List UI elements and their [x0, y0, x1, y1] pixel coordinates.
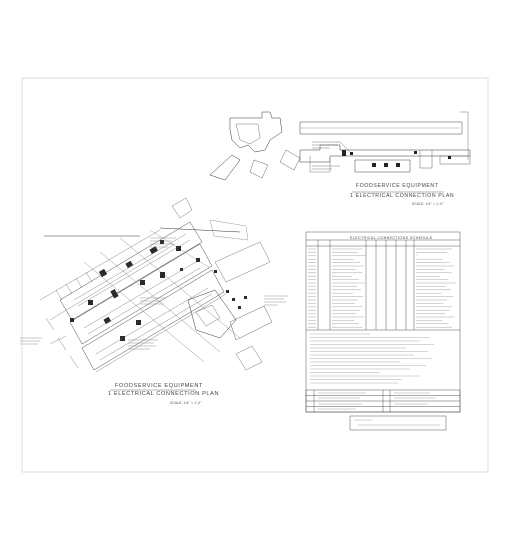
main-plan-subtitle: 1 ELECTRICAL CONNECTION PLAN: [108, 391, 220, 397]
main-plan-equipment-blocks: [70, 240, 247, 341]
general-note-lines: [354, 419, 440, 426]
symbol-legend: [305, 389, 461, 413]
upper-plan-subtitle: 1 ELECTRICAL CONNECTION PLAN: [350, 193, 455, 199]
main-plan-scale: SCALE: 1/4" = 1'-0": [170, 401, 202, 405]
main-plan-walls: [44, 197, 273, 371]
main-plan-title: FOODSERVICE EQUIPMENT: [115, 383, 204, 389]
schedule-title: ELECTRICAL CONNECTIONS SCHEDULE: [350, 236, 433, 240]
upper-plan-callouts: [312, 141, 351, 170]
legend-text-lines: [318, 392, 436, 410]
main-plan-equipment-bands: [39, 221, 241, 373]
upper-plan-title: FOODSERVICE EQUIPMENT: [356, 183, 439, 189]
upper-plan-scale: SCALE: 1/4" = 1'-0": [412, 202, 444, 206]
electrical-schedule-table: [305, 231, 461, 413]
upper-plan: [209, 111, 471, 181]
electrical-schedule-rows: [308, 248, 456, 328]
sheet-border: [21, 77, 489, 473]
main-plan-callout-notes: [20, 237, 288, 350]
upper-plan-equipment: [342, 150, 451, 167]
general-note-box: [349, 415, 447, 431]
electrical-schedule-notes: [310, 333, 434, 384]
main-plan-hatch: [45, 233, 213, 369]
